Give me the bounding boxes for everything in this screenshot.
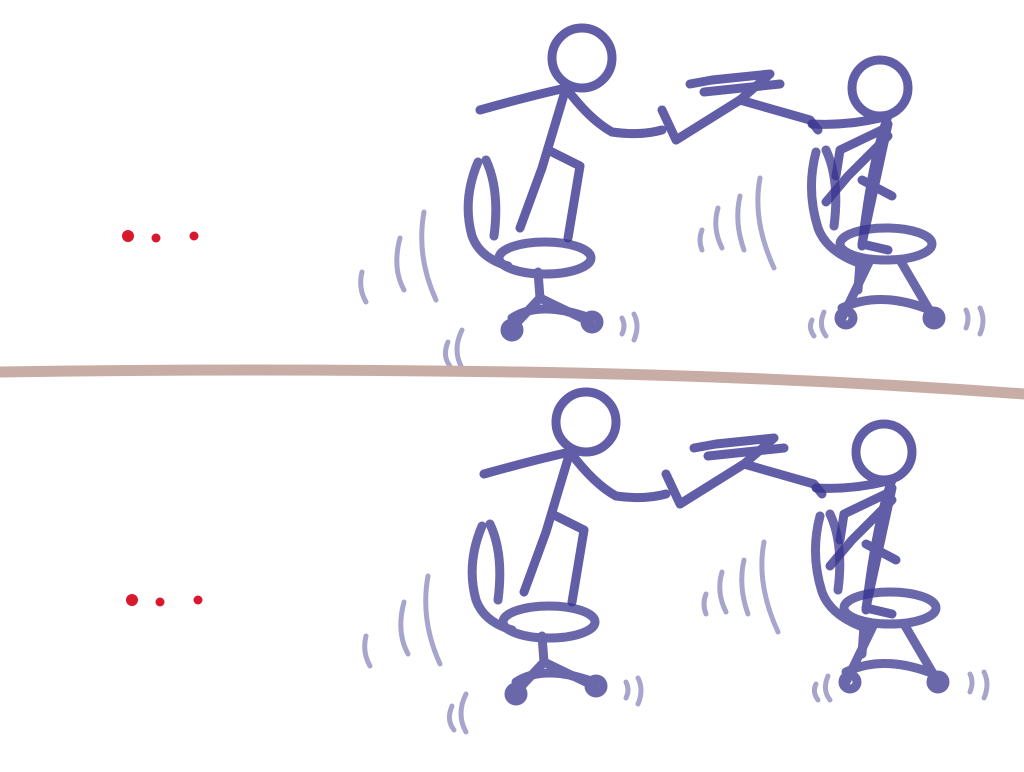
top-scene <box>122 28 983 368</box>
bottom-scene <box>126 392 987 732</box>
horizontal-divider <box>0 364 1024 400</box>
